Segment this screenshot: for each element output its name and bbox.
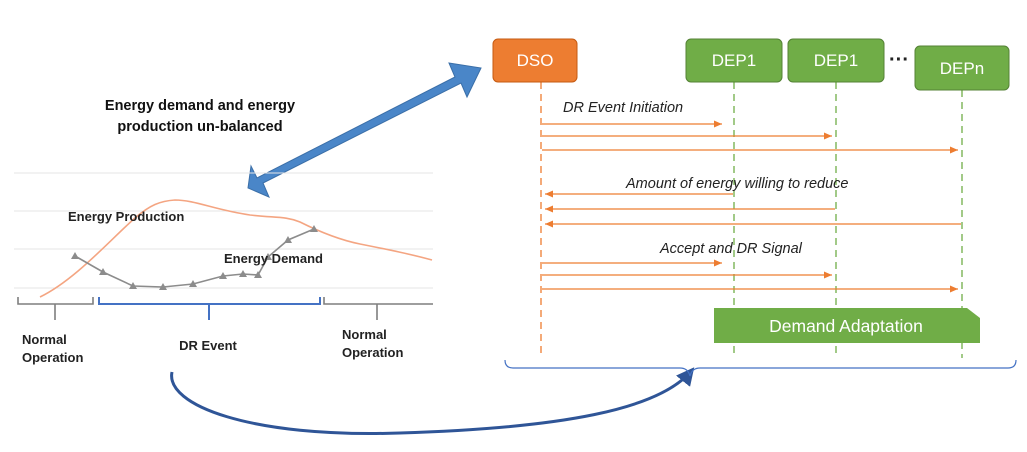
dep1-label: DEP1 [712,51,756,70]
normal-bracket-right [323,297,433,320]
dep1b-label: DEP1 [814,51,858,70]
demand-point [239,270,247,277]
demand-point [264,253,272,260]
demand-point [129,282,137,289]
demand-point [71,252,79,259]
normal-operation-left-line2: Operation [22,350,83,365]
depn-box: DEPn [914,45,1010,91]
normal-operation-left-line1: Normal [22,332,67,347]
imbalance-title-line1: Energy demand and energy [105,98,295,114]
demand-point [284,236,292,243]
demand-adaptation-banner: Demand Adaptation [714,308,980,343]
depn-label: DEPn [940,59,984,78]
dso-box: DSO [492,38,578,83]
demand-point [189,280,197,287]
accept-label: Accept and DR Signal [659,241,803,257]
imbalance-title-line2: production un-balanced [117,119,282,135]
dso-label: DSO [517,51,554,70]
dep1b-box: DEP1 [787,38,885,83]
energy-production-curve [39,199,433,298]
initiation-label: DR Event Initiation [563,100,683,116]
ellipsis: ··· [889,49,909,71]
dep1-box: DEP1 [685,38,783,83]
bidirectional-link-arrow [247,62,482,198]
demand-point [219,272,227,279]
dr-event-bracket [98,297,321,320]
demand-label: Energy Demand [224,251,323,266]
demand-point [254,271,262,278]
willing-label: Amount of energy willing to reduce [625,176,848,192]
normal-bracket-left [17,297,94,320]
flow-curve-arrow [170,367,695,435]
sequence-bracket [504,359,1017,377]
energy-chart: Energy Production Energy Demand Normal O… [14,172,433,365]
production-label: Energy Production [68,209,184,224]
demand-point [99,268,107,275]
dr-event-label: DR Event [179,338,237,353]
demand-point [310,225,318,232]
demand-adaptation-label: Demand Adaptation [769,316,923,336]
normal-operation-right-line2: Operation [342,345,403,360]
demand-point [159,283,167,290]
normal-operation-right-line1: Normal [342,327,387,342]
